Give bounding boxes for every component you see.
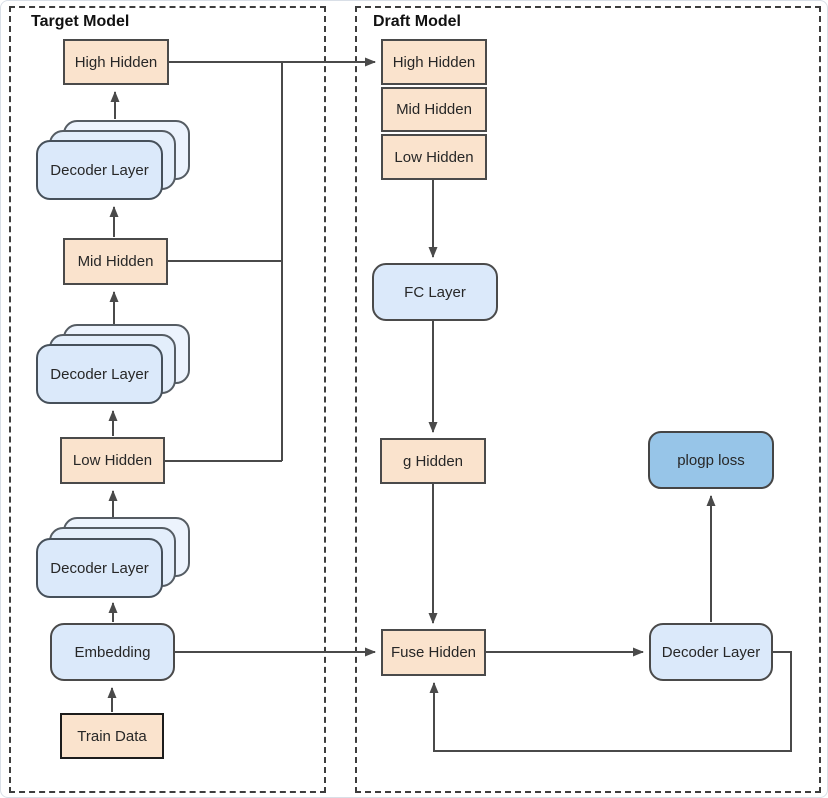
g-hidden-box: g Hidden — [380, 438, 486, 484]
fuse-hidden-box: Fuse Hidden — [381, 629, 486, 676]
target-low-hidden-box: Low Hidden — [60, 437, 165, 484]
draft-high-hidden-cell: High Hidden — [381, 39, 487, 85]
target-model-title: Target Model — [31, 13, 130, 30]
draft-decoder-layer-box: Decoder Layer — [649, 623, 773, 681]
decoder-stack-middle-front: Decoder Layer — [36, 344, 163, 404]
decoder-stack-top-front: Decoder Layer — [36, 140, 163, 200]
draft-low-hidden-cell: Low Hidden — [381, 134, 487, 180]
train-data-box: Train Data — [60, 713, 164, 759]
target-mid-hidden-box: Mid Hidden — [63, 238, 168, 285]
target-model-group — [9, 6, 326, 793]
decoder-stack-bottom-front: Decoder Layer — [36, 538, 163, 598]
draft-model-title: Draft Model — [373, 13, 461, 30]
target-high-hidden-box: High Hidden — [63, 39, 169, 85]
draft-mid-hidden-cell: Mid Hidden — [381, 87, 487, 132]
plogp-loss-box: plogp loss — [648, 431, 774, 489]
draft-model-group — [355, 6, 821, 793]
fc-layer-box: FC Layer — [372, 263, 498, 321]
embedding-box: Embedding — [50, 623, 175, 681]
